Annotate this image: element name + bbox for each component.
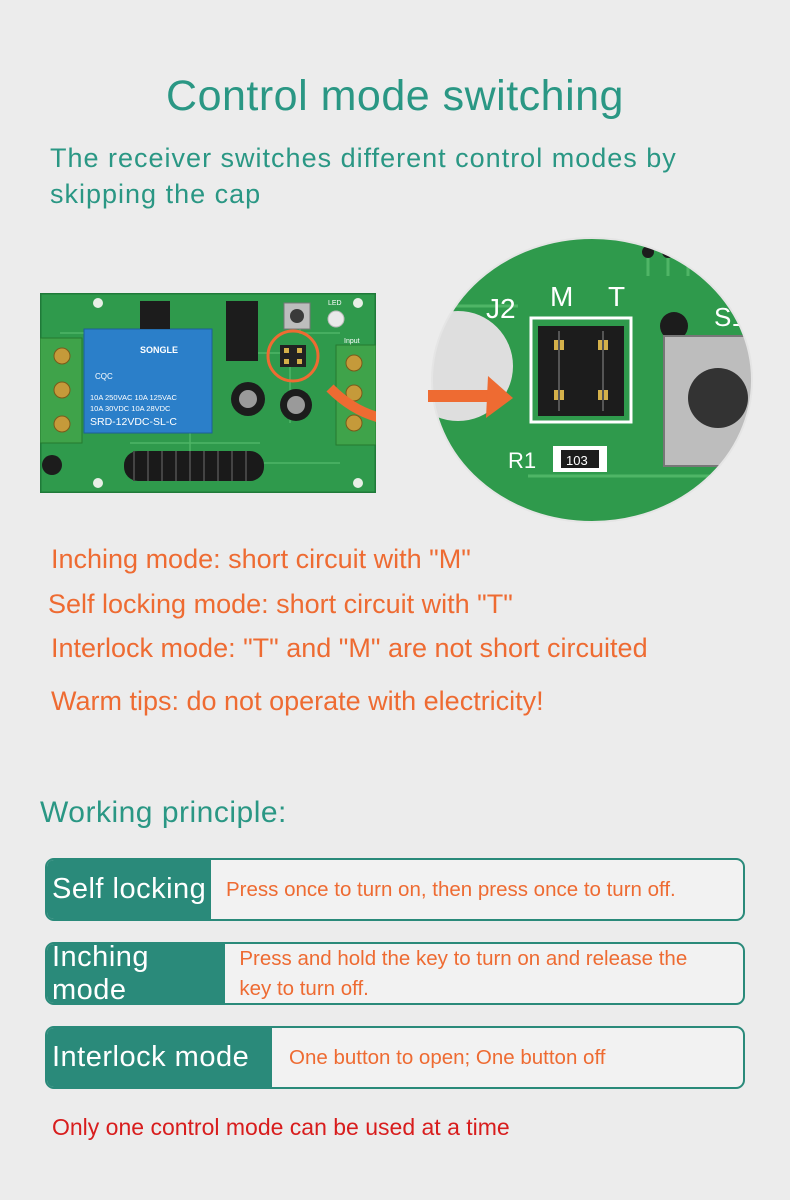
receiver-board-image: SONGLE CQC 10A 250VAC 10A 125VAC 10A 30V… <box>40 293 376 493</box>
principle-row-desc: Press once to turn on, then press once t… <box>226 877 676 901</box>
principle-row-interlock: Interlock mode One button to open; One b… <box>45 1026 745 1089</box>
warm-tips-text: Warm tips: do not operate with electrici… <box>51 686 544 716</box>
relay-spec-2: 10A 30VDC 10A 28VDC <box>90 404 171 413</box>
jumper-zoom-image: J2 M T S1 R1 103 <box>428 237 753 523</box>
principle-row-label: Inching mode <box>47 944 226 1003</box>
interlock-mode-text: Interlock mode: "T" and "M" are not shor… <box>51 633 648 663</box>
principle-row-label: Self locking <box>47 860 211 919</box>
page-subtitle: The receiver switches different control … <box>50 143 677 209</box>
principle-row-desc: Press and hold the key to turn on and re… <box>239 946 688 1000</box>
pin-t-label: T <box>608 281 625 312</box>
relay-model: SRD-12VDC-SL-C <box>90 416 177 428</box>
pin-m-label: M <box>550 281 573 312</box>
principle-row-desc: One button to open; One button off <box>289 1045 606 1069</box>
principle-row-inching: Inching mode Press and hold the key to t… <box>45 942 745 1005</box>
input-label: Input <box>344 338 360 345</box>
relay-cert: CQC <box>95 372 113 381</box>
inching-mode-text: Inching mode: short circuit with "M" <box>51 544 471 574</box>
self-locking-mode-text: Self locking mode: short circuit with "T… <box>48 589 513 619</box>
page-title: Control mode switching <box>166 72 624 120</box>
jumper-label: J2 <box>486 293 516 324</box>
led-label: LED <box>328 300 342 307</box>
relay-brand: SONGLE <box>140 345 178 355</box>
resistor-value: 103 <box>566 453 588 468</box>
relay-spec-1: 10A 250VAC 10A 125VAC <box>90 393 177 402</box>
principle-row-label: Interlock mode <box>47 1028 272 1087</box>
single-mode-note: Only one control mode can be used at a t… <box>52 1114 510 1140</box>
principle-row-self-locking: Self locking Press once to turn on, then… <box>45 858 745 921</box>
working-principle-title: Working principle: <box>40 796 287 829</box>
resistor-label: R1 <box>508 448 536 473</box>
